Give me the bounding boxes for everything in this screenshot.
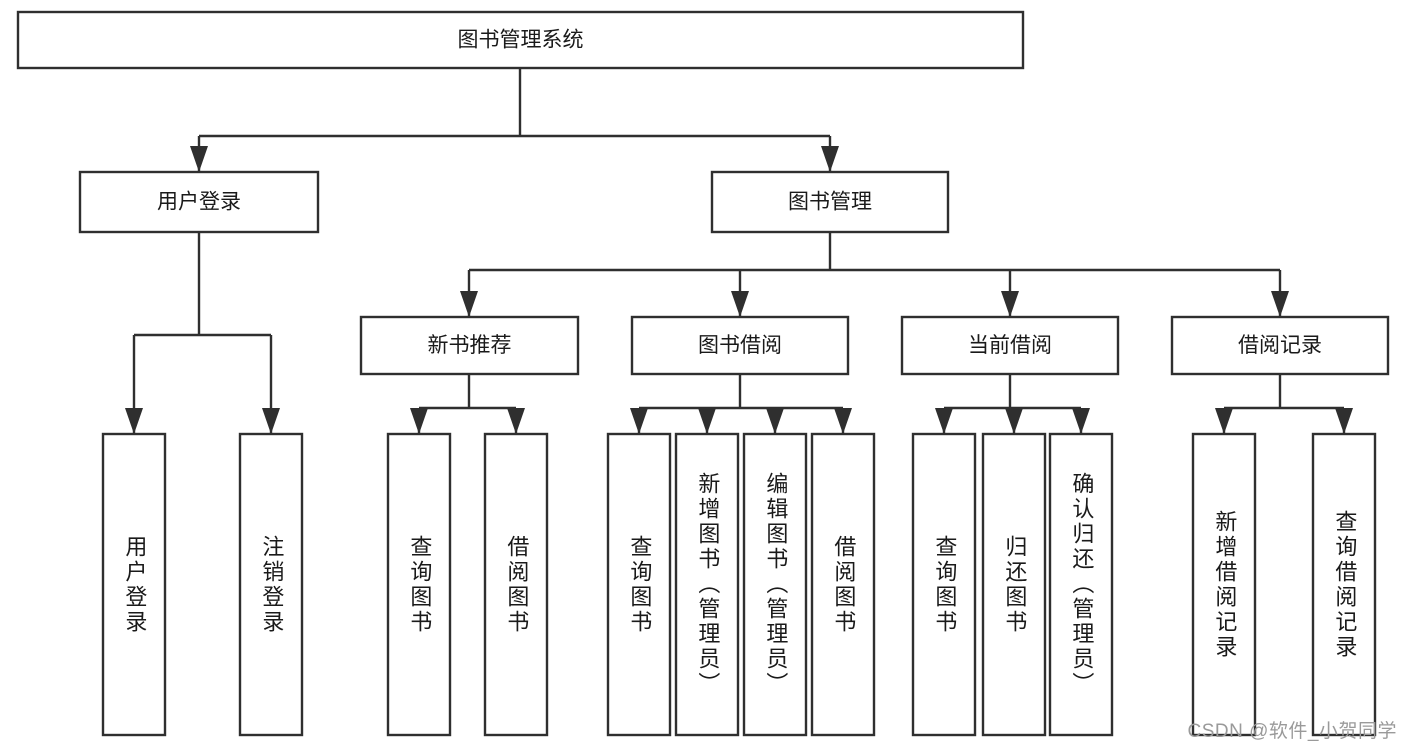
arrow-head-icon bbox=[262, 408, 280, 434]
leaf-node[interactable] bbox=[386, 432, 452, 737]
arrow-head-icon bbox=[410, 408, 428, 434]
leaf-node[interactable] bbox=[483, 432, 549, 737]
leaf-box[interactable] bbox=[238, 432, 304, 737]
arrow-head-icon bbox=[1215, 408, 1233, 434]
leaf-box[interactable] bbox=[742, 432, 808, 737]
leaf-node[interactable] bbox=[674, 432, 740, 737]
category-node-label: 当前借阅 bbox=[968, 334, 1052, 357]
branch-node[interactable]: 图书管理 bbox=[710, 170, 950, 234]
branch-node[interactable]: 用户登录 bbox=[78, 170, 320, 234]
watermark-text: CSDN @软件_小贺同学 bbox=[1187, 721, 1397, 742]
root-box[interactable] bbox=[16, 10, 1025, 70]
leaf-node[interactable] bbox=[911, 432, 977, 737]
leaf-node[interactable] bbox=[742, 432, 808, 737]
branch-node-label: 用户登录 bbox=[157, 191, 241, 214]
leaf-box[interactable] bbox=[386, 432, 452, 737]
arrow-head-icon bbox=[766, 408, 784, 434]
category-node[interactable]: 新书推荐 bbox=[359, 315, 580, 376]
arrow-head-icon bbox=[125, 408, 143, 434]
category-box[interactable] bbox=[359, 315, 580, 376]
connector-layer bbox=[125, 68, 1353, 434]
leaf-box[interactable] bbox=[1048, 432, 1114, 737]
root-node-label: 图书管理系统 bbox=[458, 29, 584, 52]
arrow-head-icon bbox=[731, 291, 749, 317]
branch-box[interactable] bbox=[78, 170, 320, 234]
leaf-node[interactable] bbox=[1311, 432, 1377, 737]
category-box[interactable] bbox=[900, 315, 1120, 376]
leaf-box[interactable] bbox=[674, 432, 740, 737]
category-node[interactable]: 借阅记录 bbox=[1170, 315, 1390, 376]
leaf-node[interactable] bbox=[238, 432, 304, 737]
arrow-head-icon bbox=[1005, 408, 1023, 434]
leaf-node[interactable] bbox=[981, 432, 1047, 737]
arrow-head-icon bbox=[698, 408, 716, 434]
leaf-box[interactable] bbox=[981, 432, 1047, 737]
leaf-box[interactable] bbox=[101, 432, 167, 737]
category-box[interactable] bbox=[630, 315, 850, 376]
leaf-node[interactable] bbox=[101, 432, 167, 737]
category-node-label: 新书推荐 bbox=[428, 334, 512, 357]
root-node[interactable]: 图书管理系统 bbox=[16, 10, 1025, 70]
leaf-box[interactable] bbox=[606, 432, 672, 737]
arrow-head-icon bbox=[507, 408, 525, 434]
leaf-box[interactable] bbox=[810, 432, 876, 737]
arrow-head-icon bbox=[190, 146, 208, 172]
category-node-label: 借阅记录 bbox=[1238, 334, 1322, 357]
arrow-head-icon bbox=[1001, 291, 1019, 317]
leaf-node[interactable] bbox=[1191, 432, 1257, 737]
leaf-node[interactable] bbox=[810, 432, 876, 737]
category-node[interactable]: 当前借阅 bbox=[900, 315, 1120, 376]
arrow-head-icon bbox=[460, 291, 478, 317]
arrow-head-icon bbox=[1271, 291, 1289, 317]
category-box[interactable] bbox=[1170, 315, 1390, 376]
leaf-node[interactable] bbox=[1048, 432, 1114, 737]
branch-box[interactable] bbox=[710, 170, 950, 234]
leaf-box[interactable] bbox=[483, 432, 549, 737]
branch-node-label: 图书管理 bbox=[788, 191, 872, 214]
leaf-box[interactable] bbox=[1311, 432, 1377, 737]
arrow-head-icon bbox=[630, 408, 648, 434]
leaf-box[interactable] bbox=[1191, 432, 1257, 737]
leaf-box[interactable] bbox=[911, 432, 977, 737]
leaf-node[interactable] bbox=[606, 432, 672, 737]
category-node[interactable]: 图书借阅 bbox=[630, 315, 850, 376]
arrow-head-icon bbox=[1335, 408, 1353, 434]
category-node-label: 图书借阅 bbox=[698, 334, 782, 357]
arrow-head-icon bbox=[821, 146, 839, 172]
arrow-head-icon bbox=[935, 408, 953, 434]
arrow-head-icon bbox=[834, 408, 852, 434]
arrow-head-icon bbox=[1072, 408, 1090, 434]
